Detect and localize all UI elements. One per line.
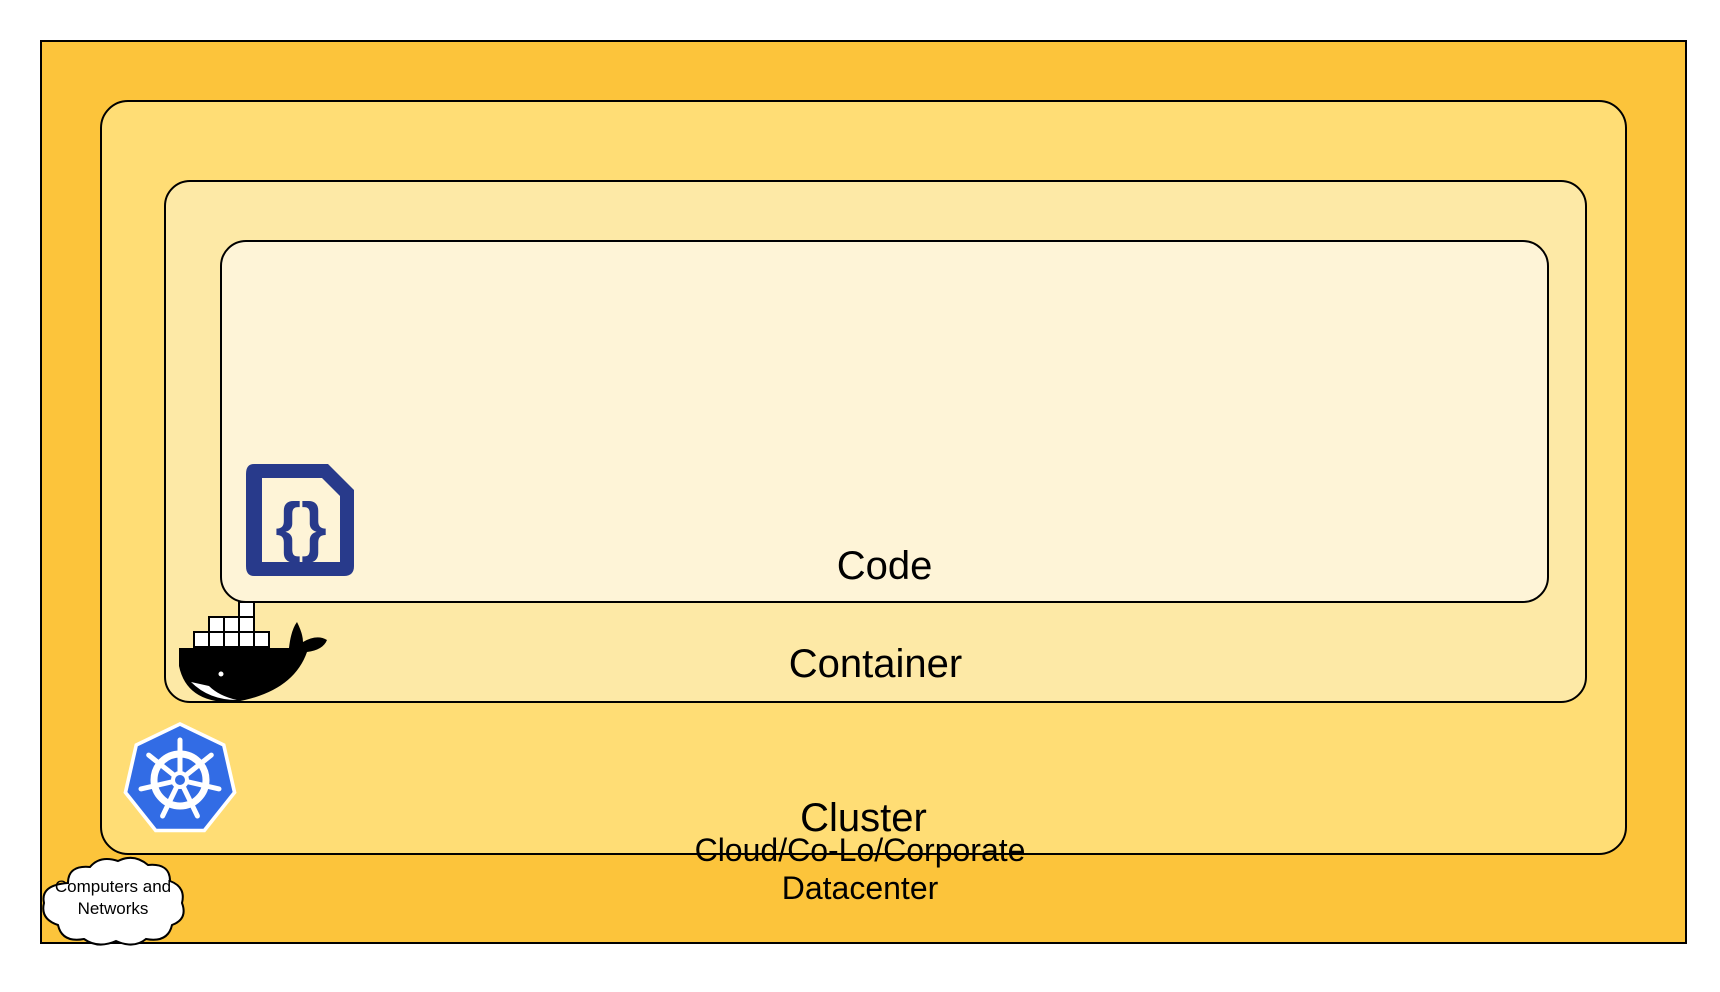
datacenter-label: Cloud/Co-Lo/Corporate Datacenter bbox=[0, 831, 1720, 907]
svg-text:{}: {} bbox=[275, 489, 326, 563]
code-layer: Code bbox=[220, 240, 1549, 603]
container-label: Container bbox=[788, 642, 963, 686]
cloud-label: Computers and Networks bbox=[54, 877, 172, 918]
code-file-icon: {} bbox=[246, 464, 354, 576]
datacenter-label-text: Cloud/Co-Lo/Corporate Datacenter bbox=[694, 832, 1026, 906]
code-label: Code bbox=[836, 544, 933, 588]
docker-whale-icon bbox=[179, 601, 327, 703]
kubernetes-helm-icon bbox=[123, 722, 237, 833]
cloud-icon bbox=[42, 856, 185, 946]
cluster-label: Cluster bbox=[800, 796, 927, 840]
